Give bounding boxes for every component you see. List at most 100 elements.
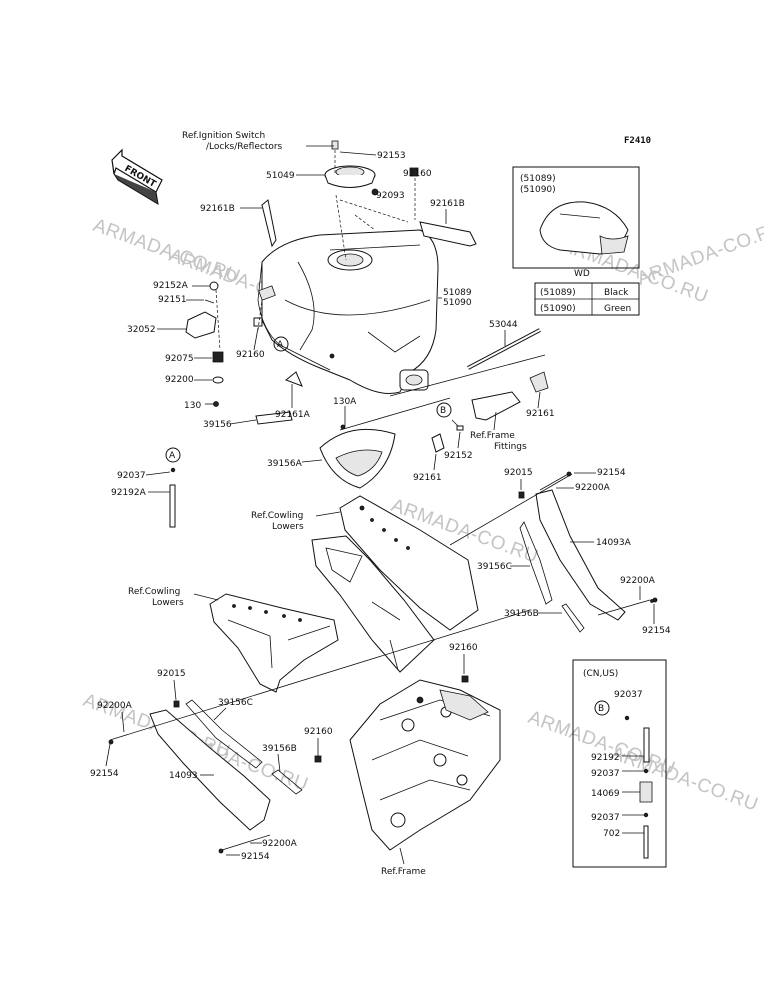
fuel-tank xyxy=(257,229,439,394)
fasteners xyxy=(340,424,654,603)
marker-a-circle xyxy=(273,336,289,352)
callout-92192a: 92192A xyxy=(111,488,147,498)
callout-39156c-right: 39156C xyxy=(477,562,512,572)
callout-51089: 51089 xyxy=(443,288,472,298)
inset-mark: WD xyxy=(574,269,590,279)
callout-92015-left: 92015 xyxy=(157,669,186,679)
watermark-7: ARMADA-CO.RU xyxy=(635,217,764,290)
callout-92154-right: 92154 xyxy=(642,626,671,636)
callout-92200a-bottom: 92200A xyxy=(262,839,298,849)
frame-fitting xyxy=(471,391,521,421)
marker-b-circle xyxy=(436,402,452,418)
callout-92093: 92093 xyxy=(376,191,405,201)
region-inset-marker: B xyxy=(598,704,604,714)
damper-92161-lower xyxy=(431,433,445,453)
callout-39156b-left: 39156B xyxy=(262,744,297,754)
callout-ref-cowling-upper-2: Lowers xyxy=(272,522,304,532)
callout-92200a-right: 92200A xyxy=(620,576,656,586)
callout-130: 130 xyxy=(184,401,201,411)
inset-code-1: (51089) xyxy=(520,174,556,184)
marker-a-label: A xyxy=(277,340,284,350)
callout-ref-cowling-upper-1: Ref.Cowling xyxy=(251,511,303,521)
callout-92153: 92153 xyxy=(377,151,406,161)
callout-92154-top: 92154 xyxy=(597,468,626,478)
callout-92015-right: 92015 xyxy=(504,468,533,478)
bracket-left xyxy=(261,199,277,248)
damper-92161-right xyxy=(529,371,549,393)
callout-39156a: 39156A xyxy=(267,459,303,469)
callout-92161b-right: 92161B xyxy=(430,199,465,209)
callout-92152a: 92152A xyxy=(153,281,189,291)
region-part-3: 92037 xyxy=(591,769,620,779)
color-inset: (51089) (51090) WD (51089) Black (51090)… xyxy=(512,166,640,316)
callout-130a: 130A xyxy=(333,397,357,407)
callout-92075: 92075 xyxy=(165,354,194,364)
strip-39156b-left xyxy=(271,769,303,795)
color-row-1-code: (51089) xyxy=(540,288,576,298)
callout-51049: 51049 xyxy=(266,171,295,181)
marker-b-label: B xyxy=(440,406,446,416)
callout-92160-mid: 92160 xyxy=(236,350,265,360)
color-row-2-code: (51090) xyxy=(540,304,576,314)
callout-ref-frame-fittings-1: Ref.Frame xyxy=(470,431,515,441)
region-inset: (CN,US) B 92037 92192 92037 14069 92037 … xyxy=(572,659,667,868)
callout-92151: 92151 xyxy=(158,295,187,305)
strip-39156c-left xyxy=(185,699,263,769)
callout-92160-frame: 92160 xyxy=(449,643,478,653)
callouts: Ref.Ignition Switch /Locks/Reflectors 92… xyxy=(90,131,671,877)
callout-92161-right: 92161 xyxy=(526,409,555,419)
callout-ref-frame: Ref.Frame xyxy=(381,867,426,877)
callout-39156c-left: 39156C xyxy=(218,698,253,708)
region-part-4: 14069 xyxy=(591,789,620,799)
region-part-1: 92037 xyxy=(614,690,643,700)
callout-51090: 51090 xyxy=(443,298,472,308)
cowling-lower-left xyxy=(209,593,339,693)
callout-ref-cowling-lower-1: Ref.Cowling xyxy=(128,587,180,597)
inset-code-2: (51090) xyxy=(520,185,556,195)
callout-92154-left: 92154 xyxy=(90,769,119,779)
callout-92161a: 92161A xyxy=(275,410,311,420)
tank-mount-parts xyxy=(185,281,303,425)
front-arrow-icon: FRONT xyxy=(111,148,163,205)
cowling-upper xyxy=(311,495,479,673)
callout-39156: 39156 xyxy=(203,420,232,430)
callout-32052: 32052 xyxy=(127,325,156,335)
callout-53044: 53044 xyxy=(489,320,518,330)
region-inset-title: (CN,US) xyxy=(583,669,618,679)
callout-92200: 92200 xyxy=(165,375,194,385)
callout-92200a-top: 92200A xyxy=(575,483,611,493)
callout-92037: 92037 xyxy=(117,471,146,481)
pin-92192a xyxy=(169,484,176,528)
bracket-right xyxy=(419,221,477,247)
callout-92160-left: 92160 xyxy=(304,727,333,737)
region-part-5: 92037 xyxy=(591,813,620,823)
side-panel-14093a xyxy=(535,489,626,621)
callout-ref-ignition-1: Ref.Ignition Switch xyxy=(182,131,265,141)
side-panel-14093 xyxy=(149,709,271,831)
watermark-9: ARMADA-CO.RU xyxy=(608,743,761,816)
region-part-6: 702 xyxy=(603,829,620,839)
callout-ref-frame-fittings-2: Fittings xyxy=(494,442,527,452)
callout-14093: 14093 xyxy=(169,771,198,781)
callout-ref-cowling-lower-2: Lowers xyxy=(152,598,184,608)
callout-92152: 92152 xyxy=(444,451,473,461)
callout-14093a: 14093A xyxy=(596,538,632,548)
color-row-2-color: Green xyxy=(604,304,631,314)
callout-39156b-right: 39156B xyxy=(504,609,539,619)
marker-a-circle-2 xyxy=(165,447,181,463)
callout-92161-lower: 92161 xyxy=(413,473,442,483)
strip-39156b-right xyxy=(561,603,585,633)
fuel-cap-assembly xyxy=(324,140,419,196)
strip-39156c-right xyxy=(519,521,553,605)
marker-a-label-2: A xyxy=(169,451,176,461)
callout-ref-ignition-2: /Locks/Reflectors xyxy=(206,142,283,152)
callout-92154-bottom: 92154 xyxy=(241,852,270,862)
callout-92160-top: 92160 xyxy=(403,169,432,179)
region-part-2: 92192 xyxy=(591,753,620,763)
frame xyxy=(349,679,501,851)
callout-92161b-left: 92161B xyxy=(200,204,235,214)
callout-92200a-left: 92200A xyxy=(97,701,133,711)
figure-code: F2410 xyxy=(624,136,651,146)
color-row-1-color: Black xyxy=(604,288,629,298)
